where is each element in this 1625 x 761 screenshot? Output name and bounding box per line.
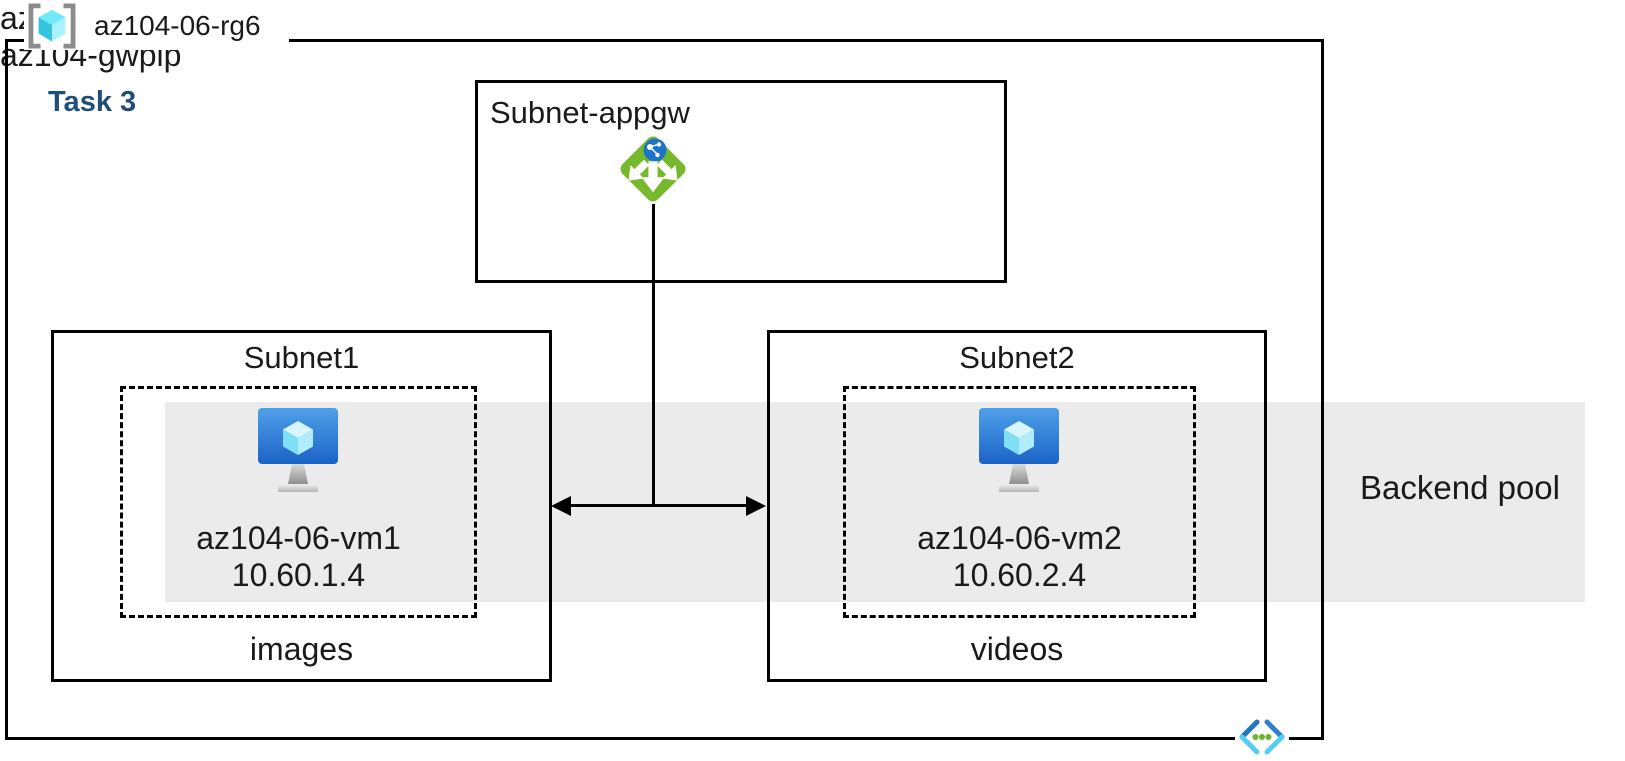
resource-group-header: az104-06-rg6 [24,2,289,50]
application-gateway-icon [620,136,686,202]
vm2-ip: 10.60.2.4 [952,557,1087,593]
virtual-network-icon [1235,718,1289,756]
gateway-subnet-box [475,80,1007,283]
subnet2-label: Subnet2 [959,340,1075,375]
subnet2-storage-label: videos [970,631,1064,667]
resource-group-icon [28,3,76,49]
arrowhead-left-icon [551,496,571,516]
subnet2-vm-dashed-box [843,386,1196,618]
subnet2-box [767,330,1267,682]
vm2-name: az104-06-vm2 [917,520,1122,556]
virtual-machine-icon [979,408,1059,492]
arrowhead-right-icon [746,496,766,516]
subnet2-vm-text: az104-06-vm2 10.60.2.4 [843,520,1196,594]
gateway-connector-line [652,204,655,507]
gateway-subnet-label: Subnet-appgw [490,95,690,130]
vm1-name: az104-06-vm1 [196,520,401,556]
subnet1-vm-text: az104-06-vm1 10.60.1.4 [120,520,477,594]
subnet1-box [51,330,552,682]
virtual-machine-icon [258,408,338,492]
subnet-connector-line [568,504,749,507]
backend-pool-band [165,402,1585,602]
subnet1-vm-dashed-box [120,386,477,618]
resource-group-name: az104-06-rg6 [94,10,261,41]
vm1-ip: 10.60.1.4 [231,557,366,593]
subnet1-label: Subnet1 [243,340,360,375]
subnet1-storage-label: images [249,631,354,667]
backend-pool-label: Backend pool [1360,469,1560,506]
resource-group-box [5,39,1324,740]
task-label: Task 3 [48,86,137,118]
